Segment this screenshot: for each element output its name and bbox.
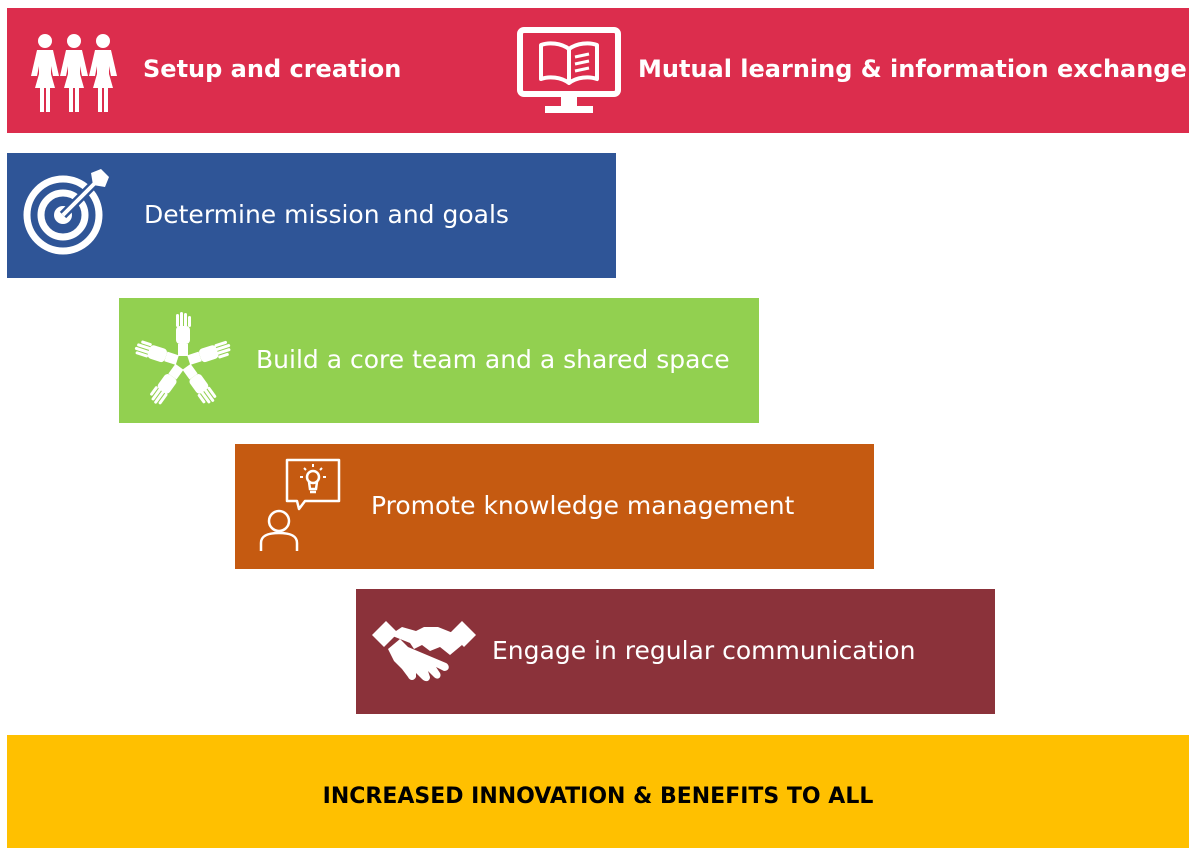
target-icon <box>21 167 111 257</box>
setup-and-learning-bar: Setup and creation Mutual learning & inf… <box>7 8 1189 133</box>
monitor-book-icon <box>517 27 621 117</box>
communication-bar: Engage in regular communication <box>356 589 995 714</box>
step-label-communication: Engage in regular communication <box>492 636 916 665</box>
person-idea-icon <box>259 457 343 553</box>
step-label-knowledge: Promote knowledge management <box>371 491 795 520</box>
result-bar: INCREASED INNOVATION & BENEFITS TO ALL <box>7 735 1189 848</box>
result-label: INCREASED INNOVATION & BENEFITS TO ALL <box>322 784 874 809</box>
core-team-bar: Build a core team and a shared space <box>119 298 759 423</box>
step-label-core-team: Build a core team and a shared space <box>256 345 730 374</box>
mission-goals-bar: Determine mission and goals <box>7 153 616 278</box>
step-label-mutual-learning: Mutual learning & information exchange <box>638 55 1187 83</box>
step-label-setup: Setup and creation <box>143 55 402 83</box>
hands-circle-icon <box>133 312 233 410</box>
knowledge-management-bar: Promote knowledge management <box>235 444 874 569</box>
handshake-icon <box>372 621 476 685</box>
people-icon <box>31 32 117 112</box>
step-label-mission: Determine mission and goals <box>144 200 509 229</box>
